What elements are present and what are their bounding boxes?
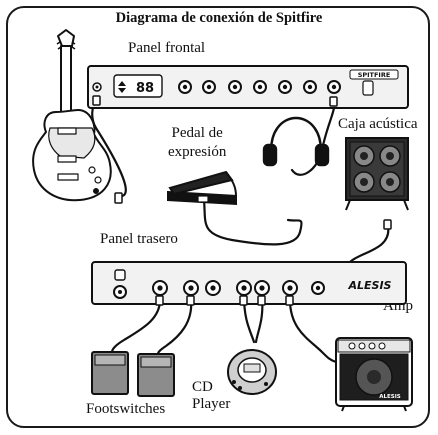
- power-input: [114, 269, 126, 281]
- cables: [91, 100, 390, 364]
- speaker-cabinet-icon: [345, 137, 409, 211]
- cd-player-icon: [227, 349, 277, 395]
- cd-label-line2: Player: [192, 396, 231, 412]
- amp-brand-logo: ALESIS: [379, 394, 401, 400]
- guitar-plug: [114, 192, 123, 204]
- amp-cable: [288, 298, 338, 364]
- display-window: [113, 74, 163, 98]
- footswitch-icons: [91, 351, 175, 397]
- front-knobs: [178, 80, 341, 94]
- footswitch-1: [91, 351, 129, 395]
- plug-connectors: [92, 95, 392, 306]
- pedal-label-line2: expresión: [168, 144, 227, 160]
- power-switch: [362, 80, 374, 96]
- cabinet-label: Caja acústica: [338, 116, 418, 132]
- footswitch-2: [137, 353, 175, 397]
- headphones-icon: [262, 116, 330, 167]
- cabinet-plug: [383, 219, 392, 230]
- front-panel-label: Panel frontal: [128, 40, 206, 56]
- footswitches-label: Footswitches: [86, 401, 166, 417]
- down-arrow-icon: [118, 88, 126, 93]
- diagram-title: Diagrama de conexión de Spitfire: [115, 10, 323, 26]
- up-arrow-icon: [118, 81, 126, 86]
- rear-brand-logo: ALESIS: [348, 279, 392, 292]
- front-brand-logo: SPITFIRE: [358, 71, 391, 79]
- pedal-cable: [202, 198, 303, 246]
- footswitch-cable-1: [110, 298, 162, 354]
- front-input-plug: [92, 95, 101, 106]
- rear-panel-label: Panel trasero: [100, 231, 178, 247]
- expression-pedal-label: Pedal de expresión: [168, 124, 226, 162]
- front-panel: 88 SPITFIRE: [87, 65, 409, 109]
- electric-guitar-icon: [32, 29, 112, 202]
- diagram-frame: [6, 6, 430, 428]
- display-digits: 88: [136, 81, 154, 96]
- cd-label-line1: CD: [192, 379, 213, 395]
- headphone-plug: [329, 96, 338, 107]
- cd-player-label: CD Player: [192, 379, 230, 413]
- amplifier-icon: ALESIS: [335, 337, 413, 412]
- pedal-label-line1: Pedal de: [171, 125, 223, 141]
- rear-panel: ALESIS: [91, 261, 407, 305]
- expression-pedal-icon: [167, 170, 237, 206]
- footswitch-cable-2: [156, 298, 193, 356]
